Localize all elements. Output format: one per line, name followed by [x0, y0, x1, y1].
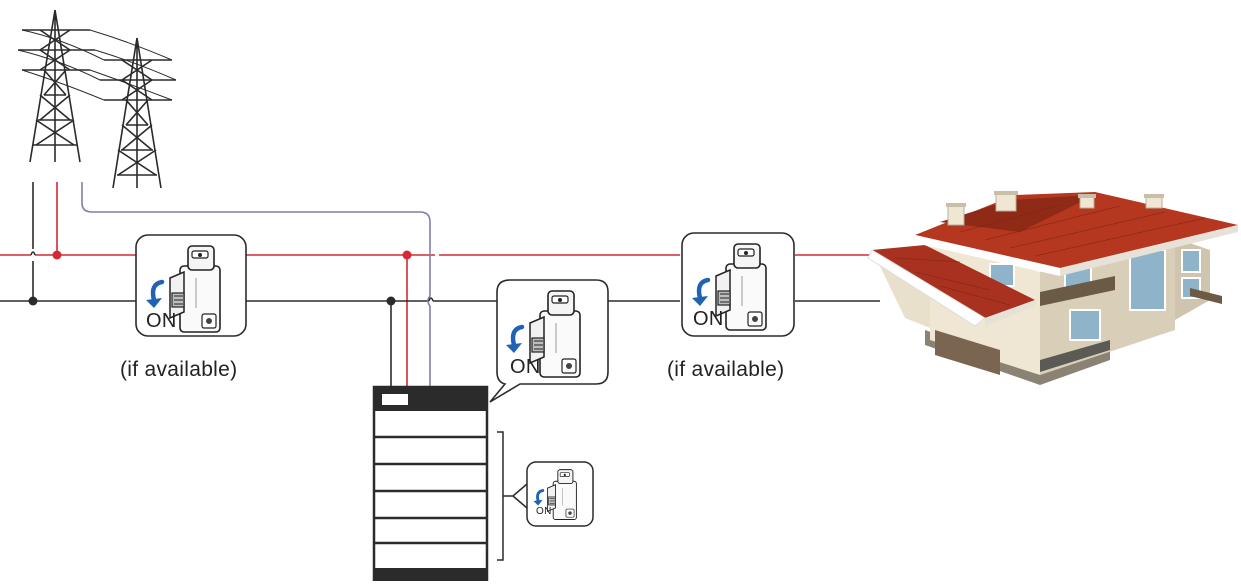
circuit-breaker-icon [692, 243, 767, 331]
switch-on-arrow-icon [510, 324, 525, 348]
switch-on-arrow-icon [536, 489, 545, 503]
power-pylon-icon [17, 9, 177, 189]
module-bracket [497, 431, 528, 561]
module-breaker-on-label: ON [536, 506, 552, 517]
house-breaker-on-label: ON [693, 308, 724, 330]
battery-cabinet-icon [372, 385, 489, 583]
switch-on-arrow-icon [150, 279, 165, 303]
switch-on-arrow-icon [696, 277, 711, 301]
earth-wire [81, 182, 431, 387]
neutral-junction-1 [28, 296, 38, 306]
circuit-breaker-icon [146, 245, 221, 333]
neutral-junction-2 [386, 296, 396, 306]
house-icon [867, 191, 1238, 385]
main-breaker-box [135, 234, 247, 337]
battery-breaker-box [489, 279, 609, 403]
main-breaker-note: (if available) [120, 358, 238, 381]
circuit-breaker-icon [533, 469, 577, 520]
live-junction-2 [402, 250, 412, 260]
circuit-breaker-icon [506, 290, 581, 378]
wires [0, 182, 880, 387]
module-breaker-box [526, 461, 594, 527]
live-junction-1 [52, 250, 62, 260]
battery-breaker-on-label: ON [510, 356, 541, 378]
main-breaker-on-label: ON [146, 310, 177, 332]
house-breaker-box [681, 232, 795, 337]
house-breaker-note: (if available) [667, 358, 785, 381]
